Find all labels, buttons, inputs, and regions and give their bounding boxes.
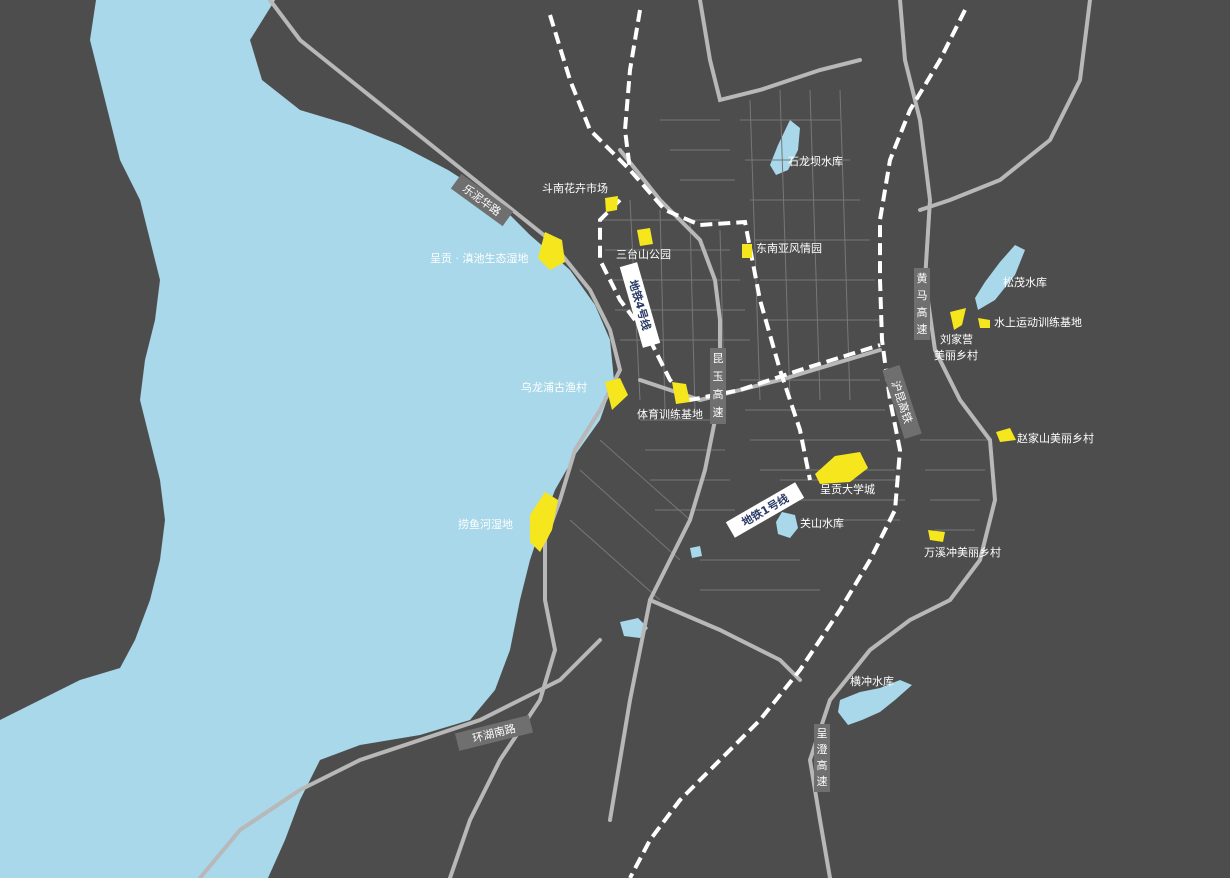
poi-wanxichong <box>928 530 945 542</box>
guanshan-reservoir <box>776 512 798 538</box>
hengchong-reservoir <box>838 680 912 725</box>
poi-water-sports <box>978 318 990 328</box>
poi-wulongpu <box>605 378 628 410</box>
road-label-chengcheng: 呈 澄 高 速 <box>814 724 830 792</box>
road-label-huanhu: 环湖南路 <box>454 715 534 751</box>
poi-areas <box>530 196 1016 552</box>
label-dounan: 斗南花卉市场 <box>542 181 608 195</box>
label-zhaojiashan: 赵家山美丽乡村 <box>1017 431 1094 445</box>
label-sports-base: 体育训练基地 <box>637 407 703 421</box>
svg-text:黄: 黄 <box>917 271 928 285</box>
songmao-reservoir <box>975 245 1025 310</box>
label-guanshan: 关山水库 <box>800 516 844 530</box>
label-dongnanya: 东南亚风情园 <box>756 242 822 255</box>
dianchi-lake <box>0 0 614 878</box>
svg-text:马: 马 <box>917 289 928 302</box>
label-songmao: 松茂水库 <box>1003 275 1047 289</box>
poi-laoyuhe <box>530 492 558 552</box>
poi-santaishan <box>637 228 653 246</box>
railways <box>548 9 967 878</box>
shilongba-reservoir <box>770 120 800 175</box>
poi-liujiaying <box>950 308 966 330</box>
south-reservoir <box>620 618 648 638</box>
label-chenggong-wetland: 呈贡 · 滇池生态湿地 <box>430 251 529 265</box>
poi-dongnanya <box>742 244 752 258</box>
svg-text:速: 速 <box>917 323 928 336</box>
label-shilongba: 石龙坝水库 <box>788 154 843 168</box>
svg-text:昆: 昆 <box>713 352 724 365</box>
label-wulongpu: 乌龙浦古渔村 <box>521 380 587 394</box>
svg-text:高: 高 <box>917 305 928 319</box>
road-label-huangma: 黄 马 高 速 <box>914 268 930 340</box>
label-liujiaying-2: 美丽乡村 <box>934 348 978 362</box>
label-liujiaying-1: 刘家营 <box>940 332 973 346</box>
svg-text:玉: 玉 <box>713 370 724 383</box>
poi-university-town <box>815 452 868 484</box>
label-santaishan: 三台山公园 <box>616 247 671 261</box>
label-university-town: 呈贡大学城 <box>820 482 875 496</box>
road-label-kunyu: 昆 玉 高 速 <box>710 348 726 424</box>
label-hengchong: 横冲水库 <box>850 674 894 688</box>
svg-text:速: 速 <box>817 775 828 788</box>
label-laoyuhe: 捞鱼河湿地 <box>458 517 513 531</box>
small-pond <box>690 546 702 558</box>
svg-text:高: 高 <box>713 387 724 401</box>
poi-labels: 斗南花卉市场 三台山公园 东南亚风情园 石龙坝水库 呈贡 · 滇池生态湿地 松茂… <box>430 154 1094 688</box>
svg-text:速: 速 <box>713 406 724 419</box>
poi-sports-base <box>672 382 690 404</box>
svg-text:呈: 呈 <box>817 727 828 740</box>
poi-zhaojiashan <box>996 428 1016 442</box>
label-wanxichong: 万溪冲美丽乡村 <box>924 545 1001 559</box>
svg-text:高: 高 <box>817 758 828 772</box>
label-water-sports: 水上运动训练基地 <box>994 315 1082 329</box>
poi-dounan <box>605 196 618 212</box>
svg-text:澄: 澄 <box>817 742 828 756</box>
poi-chenggong-wetland <box>538 232 565 270</box>
